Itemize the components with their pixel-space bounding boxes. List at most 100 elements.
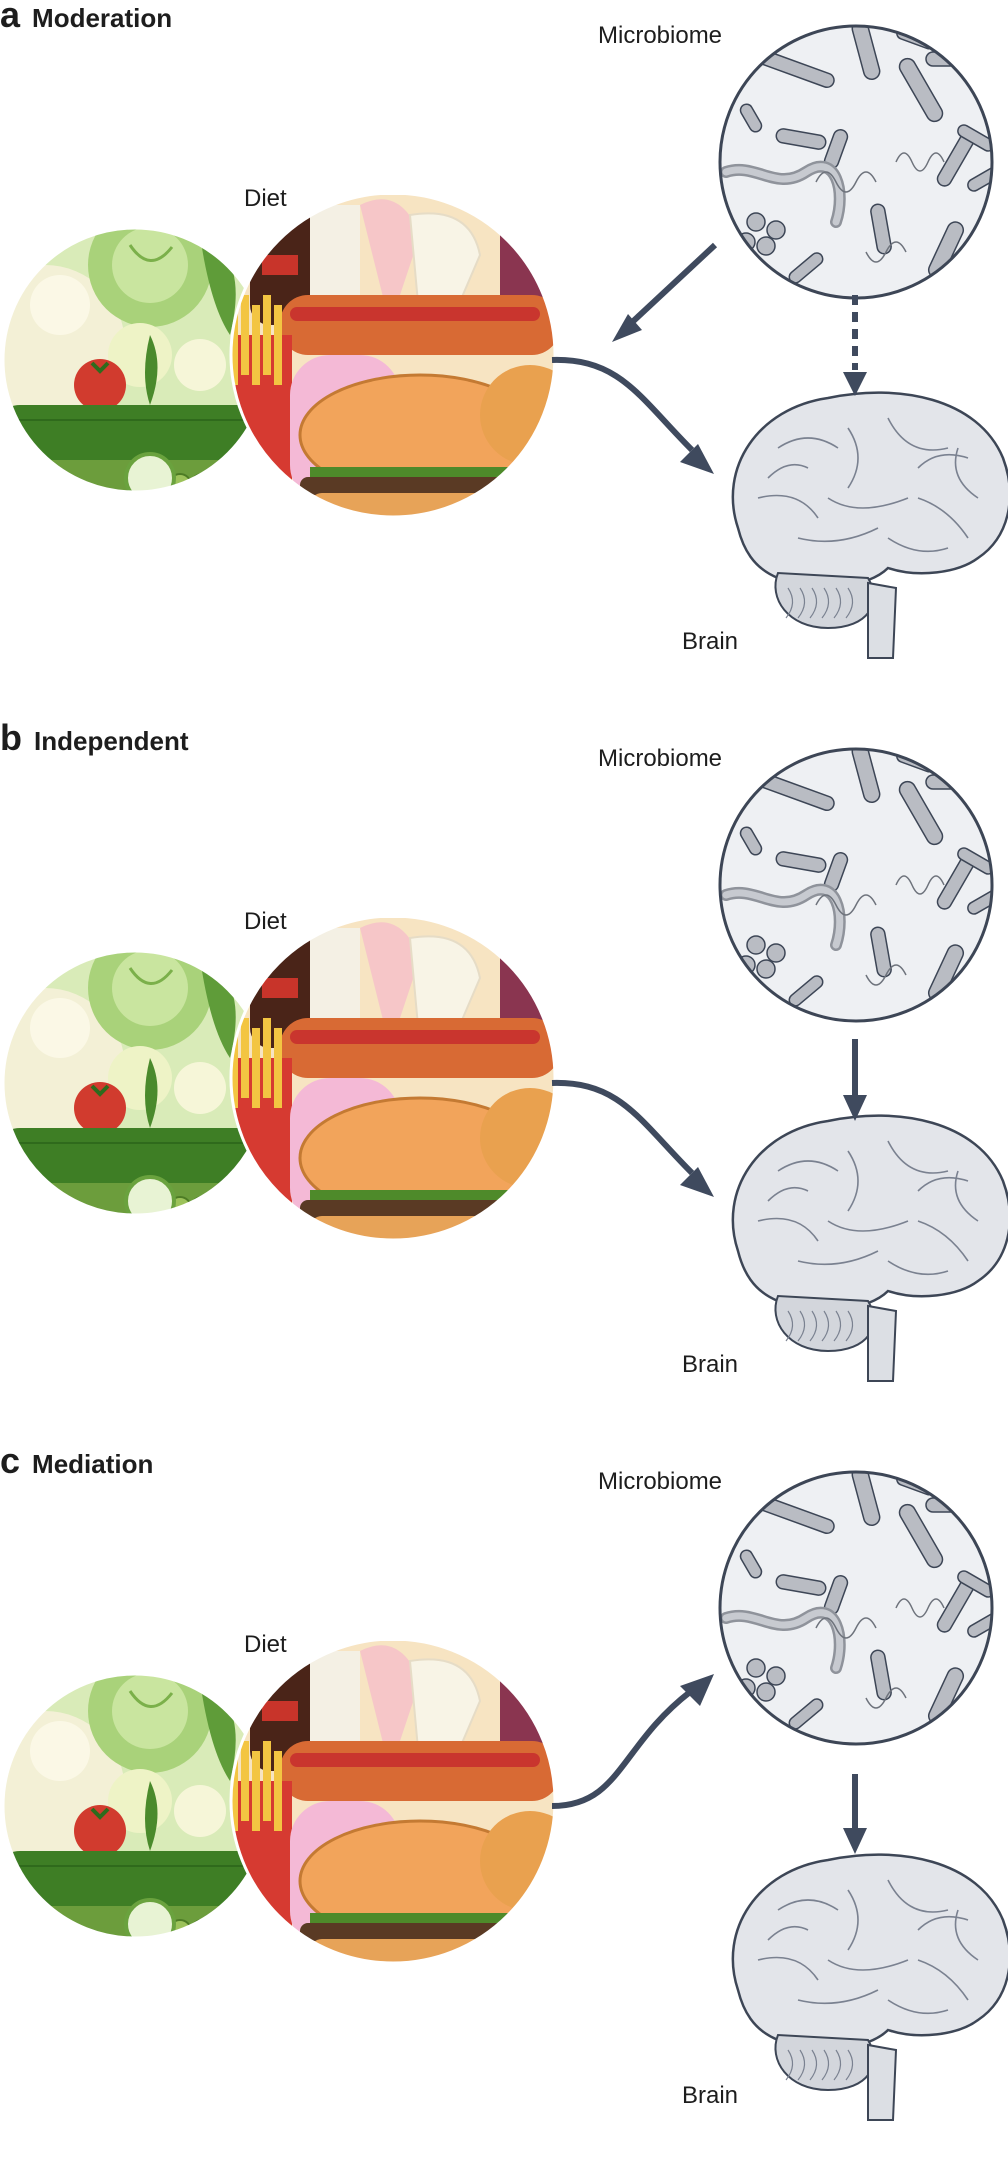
popcorn (310, 1651, 360, 1741)
ice-cream-pink (360, 1645, 420, 1771)
brain-fold (757, 1956, 819, 1981)
microbiome-illustration (718, 747, 994, 1023)
brain-fold (827, 497, 909, 509)
arrowhead-diet-to-brain (680, 1167, 714, 1197)
brain-fold (847, 1889, 859, 1951)
brain-fold (797, 1250, 879, 1266)
tomato (74, 1082, 126, 1134)
relation-arrows (551, 242, 867, 474)
coccus (766, 1666, 786, 1686)
panel-header: a Moderation (0, 0, 172, 36)
brain-fold (777, 437, 839, 449)
bacterium-rod (775, 1574, 827, 1596)
microbiome-illustration (718, 1470, 994, 1746)
brain-fold (767, 463, 809, 479)
brain-fold (887, 1999, 949, 2015)
brain-fold (797, 1989, 879, 2005)
panel-letter: b (0, 717, 22, 758)
microbiome-label: Microbiome (598, 1468, 723, 1495)
tomato (74, 359, 126, 411)
flagella (815, 171, 877, 193)
diet-label: Diet (244, 185, 287, 212)
brain-illustration (731, 1114, 1008, 1382)
bacterium-rod (957, 847, 992, 875)
microbiome-label: Microbiome (598, 22, 723, 49)
brain-fold (954, 447, 979, 499)
diet-illustration (1, 1637, 557, 1965)
panel-letter: c (0, 1440, 21, 1481)
garlic (174, 1785, 226, 1837)
coccus (756, 1682, 776, 1702)
arrow-microbiome-to-diet-path (625, 242, 718, 329)
arrowhead-microbiome-to-brain-dashed (843, 372, 867, 396)
brain-fold (797, 527, 879, 543)
brain-label: Brain (682, 1351, 739, 1378)
coccus (766, 220, 786, 240)
panel-title: Mediation (32, 1449, 154, 1479)
arrowhead-microbiome-to-brain (843, 1095, 867, 1121)
junk-food-group (231, 918, 555, 1240)
brain-fold (847, 1150, 859, 1212)
brain-group (731, 1853, 1008, 2121)
coccus (746, 212, 766, 232)
brain-fold (757, 494, 819, 519)
brain-fold (917, 1176, 969, 1192)
garlic (174, 339, 226, 391)
brain-fold (917, 1915, 969, 1931)
panel-header: b Independent (0, 717, 189, 759)
brain-group (731, 391, 1008, 659)
bacterium-rod (851, 26, 881, 81)
diet-label: Diet (244, 908, 287, 935)
bacteria-group (720, 26, 992, 284)
brain-illustration (731, 1853, 1008, 2121)
brain-fold (887, 1879, 949, 1913)
microbiome-label: Microbiome (598, 745, 723, 772)
coccus (756, 959, 776, 979)
coccus (766, 943, 786, 963)
coccus (746, 935, 766, 955)
panel-header: c Mediation (0, 1440, 153, 1482)
bacterium-rod (739, 826, 763, 856)
brain-fold (847, 427, 859, 489)
coccus (756, 236, 776, 256)
panel-title: Independent (34, 726, 189, 756)
bacterium-rod (898, 780, 944, 846)
brain-fold (827, 1959, 909, 1971)
bacterium-rod (957, 1570, 992, 1598)
arrowhead-microbiome-to-diet-path (612, 314, 642, 342)
panel-title: Moderation (32, 3, 173, 33)
brain-illustration (731, 391, 1008, 659)
panel-b: b Independent Diet Microbiome Brain (0, 717, 1008, 1443)
brain-fold (887, 1140, 949, 1174)
brain-label: Brain (682, 628, 739, 655)
brain-fold (954, 1170, 979, 1222)
brain-label: Brain (682, 2082, 739, 2109)
brain-fold (757, 1217, 819, 1242)
microbiome-illustration (718, 24, 994, 300)
arrowhead-diet-to-microbiome (680, 1674, 714, 1706)
brain-fold (917, 497, 969, 539)
bacterium-rod (851, 1472, 881, 1527)
brain-fold (887, 417, 949, 451)
brain-fold (917, 1959, 969, 2001)
bacterium-rod (851, 749, 881, 804)
brain-fold (767, 1925, 809, 1941)
tomato (74, 1805, 126, 1857)
bacterium-rod (775, 128, 827, 150)
panel-letter: a (0, 0, 21, 35)
bacterium-rod (739, 103, 763, 133)
microbiome-outline (718, 747, 994, 1023)
relation-arrows (551, 1039, 867, 1197)
bacterium-rod (898, 1503, 944, 1569)
diet-illustration (1, 191, 557, 519)
garlic (174, 1062, 226, 1114)
figure: a Moderation Diet Microbiome Brain b Indep… (0, 0, 1008, 2121)
ice-cream-pink (360, 199, 420, 325)
diet-illustration (1, 914, 557, 1242)
brain-fold (887, 1260, 949, 1276)
brain-stem (867, 581, 898, 659)
arrowhead-microbiome-to-brain (843, 1828, 867, 1854)
brain-fold (887, 537, 949, 553)
arrowhead-diet-to-brain (680, 444, 714, 474)
